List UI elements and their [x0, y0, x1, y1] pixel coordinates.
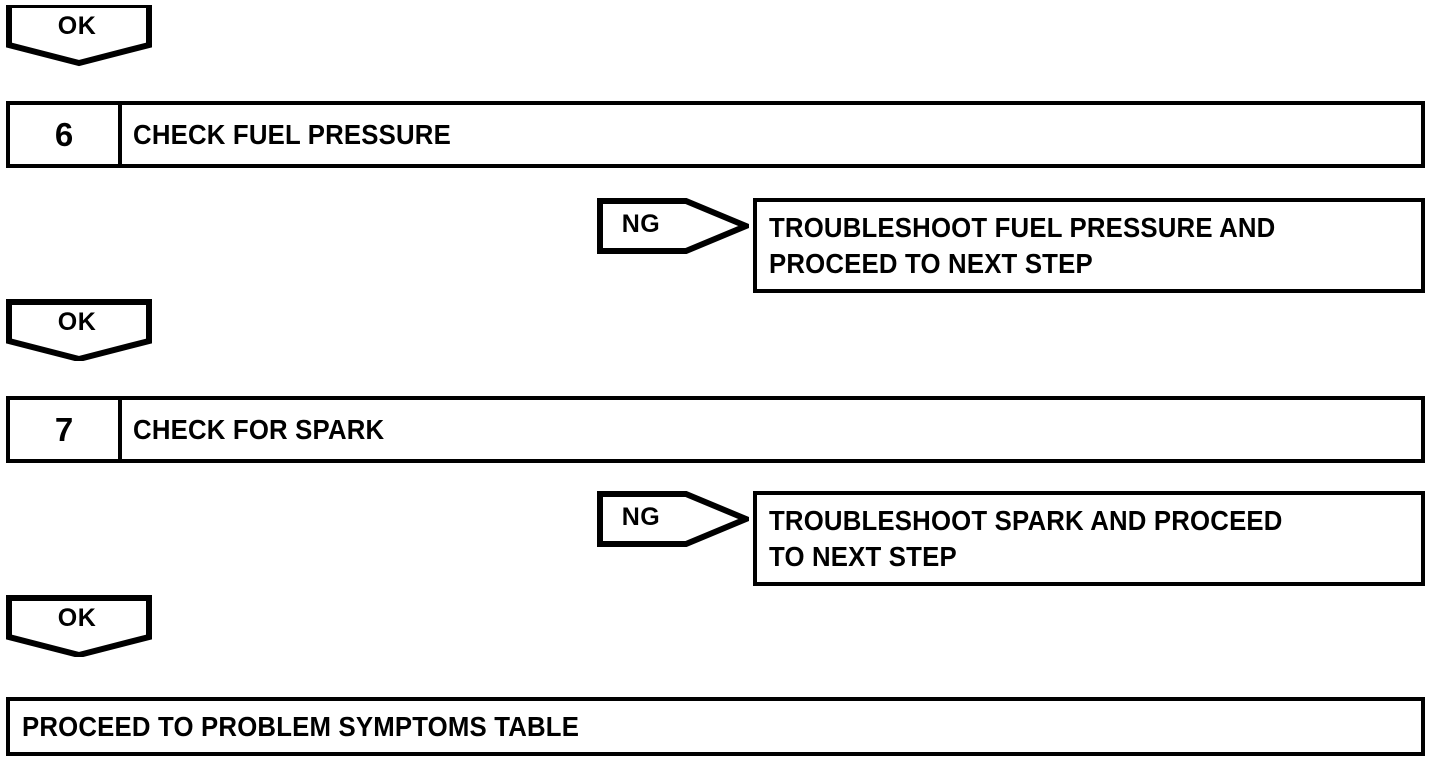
terminal-box-problem-symptoms[interactable]: PROCEED TO PROBLEM SYMPTOMS TABLE: [6, 697, 1425, 756]
action-box-fuel-pressure[interactable]: TROUBLESHOOT FUEL PRESSURE AND PROCEED T…: [753, 198, 1425, 293]
ok-connector-3-label: OK: [57, 603, 97, 632]
ng-connector-1-label: NG: [621, 209, 661, 238]
step-6-number: 6: [10, 105, 122, 164]
ok-connector-2-label: OK: [57, 307, 97, 336]
ok-connector-1-label: OK: [57, 11, 97, 40]
ok-pentagon-icon: [6, 5, 152, 67]
action-box-spark-line2: TO NEXT STEP: [769, 540, 957, 572]
step-row-6[interactable]: 6 CHECK FUEL PRESSURE: [6, 101, 1425, 168]
action-box-spark[interactable]: TROUBLESHOOT SPARK AND PROCEED TO NEXT S…: [753, 491, 1425, 586]
ok-pentagon-icon: [6, 595, 152, 657]
step-row-7[interactable]: 7 CHECK FOR SPARK: [6, 396, 1425, 463]
action-box-fuel-pressure-line1: TROUBLESHOOT FUEL PRESSURE AND: [769, 211, 1276, 243]
step-7-title: CHECK FOR SPARK: [133, 413, 385, 445]
action-box-spark-line1: TROUBLESHOOT SPARK AND PROCEED: [769, 504, 1283, 536]
ng-pentagon-icon: [597, 491, 749, 547]
ok-pentagon-icon: [6, 299, 152, 361]
ok-connector-3: OK: [6, 595, 152, 657]
action-box-fuel-pressure-line2: PROCEED TO NEXT STEP: [769, 247, 1093, 279]
ng-pentagon-icon: [597, 198, 749, 254]
step-7-number: 7: [10, 400, 122, 459]
ok-connector-2: OK: [6, 299, 152, 361]
ng-connector-2: NG: [597, 491, 749, 547]
terminal-box-problem-symptoms-text: PROCEED TO PROBLEM SYMPTOMS TABLE: [22, 710, 580, 742]
ok-connector-1: OK: [6, 5, 152, 67]
step-6-title: CHECK FUEL PRESSURE: [133, 118, 451, 150]
ng-connector-2-label: NG: [621, 502, 661, 531]
ng-connector-1: NG: [597, 198, 749, 254]
